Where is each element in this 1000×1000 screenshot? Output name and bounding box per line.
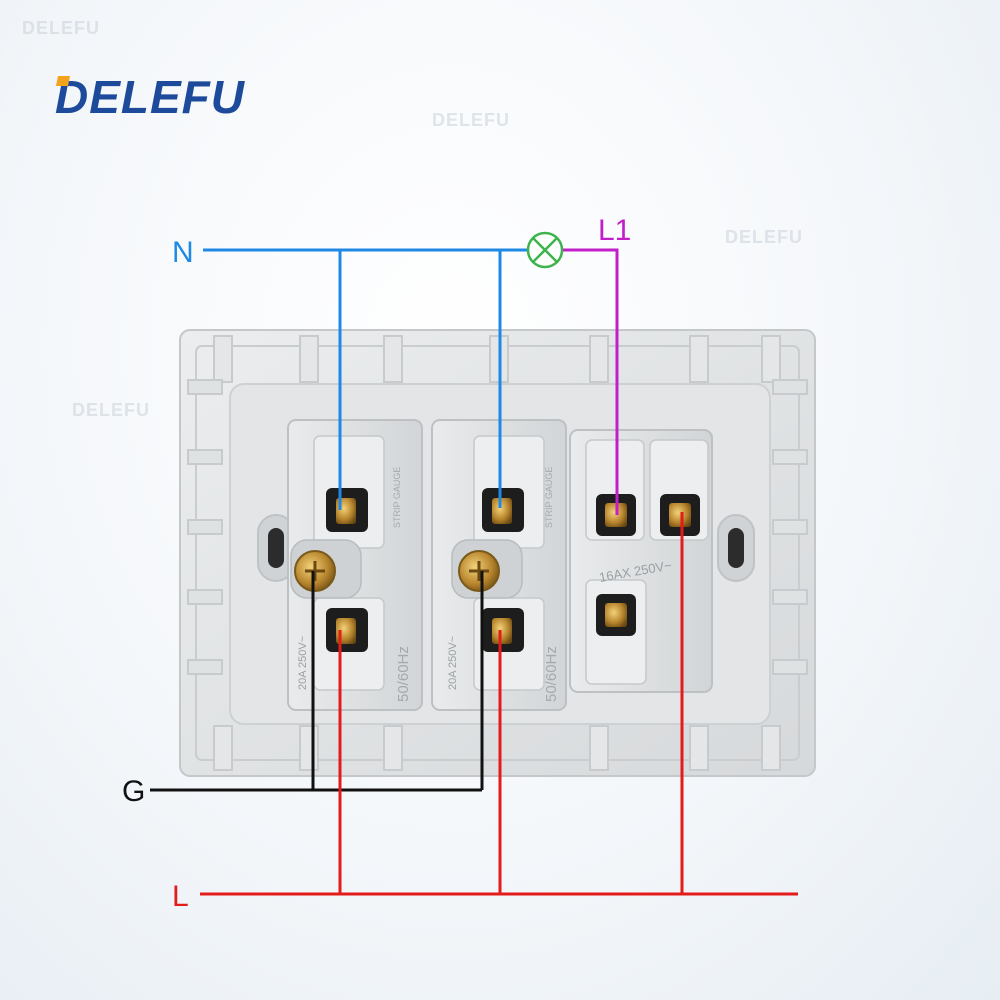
- wire-g: [150, 571, 484, 792]
- watermark: DELEFU: [22, 18, 100, 38]
- label-n: N: [172, 236, 194, 269]
- socket-module-1: 20A 250V~ 50/60Hz STRIP GAUGE: [287, 419, 423, 711]
- label-g: G: [122, 775, 145, 808]
- module-2-rating: 20A 250V~: [447, 636, 459, 690]
- terminal-screw-l-switch: [660, 494, 700, 536]
- module-1-rating: 20A 250V~: [297, 636, 309, 690]
- lamp-icon: [526, 231, 564, 269]
- watermark: DELEFU: [432, 110, 510, 130]
- module-1-strip: STRIP GAUGE: [392, 467, 402, 528]
- terminal-screw-e2: [458, 550, 500, 592]
- terminal-screw-n2: [482, 488, 524, 532]
- switch-module: 16AX 250V~: [569, 429, 713, 693]
- watermark: DELEFU: [72, 400, 150, 420]
- label-l1: L1: [598, 214, 631, 247]
- module-1-freq: 50/60Hz: [395, 646, 412, 702]
- mount-hole-right: [717, 514, 755, 582]
- brand-logo: DELEFU: [55, 71, 245, 123]
- wire-l1: [563, 248, 619, 515]
- terminal-screw-l2: [482, 608, 524, 652]
- watermark: DELEFU: [725, 227, 803, 247]
- wire-l: [200, 512, 798, 896]
- module-2-freq: 50/60Hz: [543, 646, 560, 702]
- terminal-screw-n1: [326, 488, 368, 532]
- terminal-screw-l2-switch: [596, 594, 636, 636]
- terminal-screw-e1: [294, 550, 336, 592]
- module-2-strip: STRIP GAUGE: [544, 467, 554, 528]
- terminal-screw-l1: [326, 608, 368, 652]
- wire-n: [203, 248, 527, 510]
- label-l: L: [172, 880, 189, 913]
